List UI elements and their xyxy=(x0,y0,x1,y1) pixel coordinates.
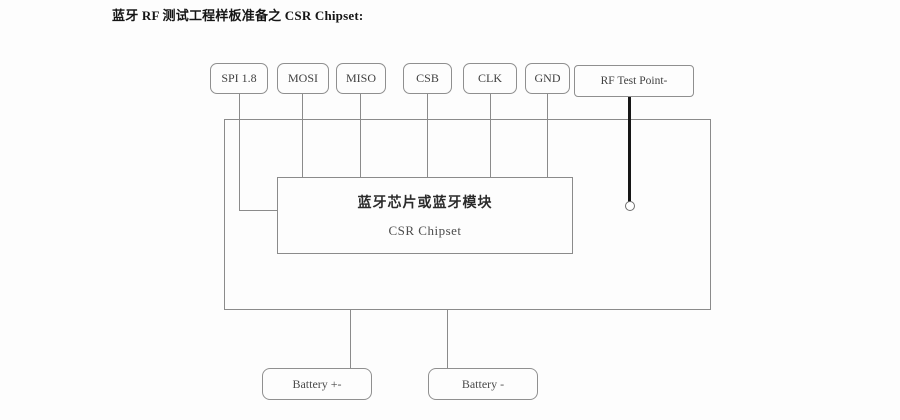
pin-label-csb: CSB xyxy=(416,71,439,85)
chip-name-label: 蓝牙芯片或蓝牙模块 xyxy=(357,196,493,211)
connector-mosi xyxy=(302,94,303,177)
board-outline-rect xyxy=(224,119,711,310)
page-title: 蓝牙 RF 测试工程样板准备之 CSR Chipset: xyxy=(112,8,364,23)
connector-gnd xyxy=(547,94,548,177)
pin-box-rf-test-point: RF Test Point- xyxy=(574,65,694,97)
connector-clk xyxy=(490,94,491,177)
battery-plus-label: Battery +- xyxy=(292,376,342,391)
connector-battery-minus xyxy=(447,310,448,368)
battery-minus-box: Battery - xyxy=(428,368,538,400)
connector-spi-horizontal xyxy=(239,210,278,211)
connector-battery-plus xyxy=(350,310,351,369)
pin-box-mosi: MOSI xyxy=(277,63,329,94)
connector-spi-vertical xyxy=(239,94,240,211)
battery-plus-box: Battery +- xyxy=(262,368,372,400)
rf-probe-terminal-circle xyxy=(625,201,635,211)
pin-label-mosi: MOSI xyxy=(287,71,318,85)
connector-csb xyxy=(427,94,428,177)
pin-box-clk: CLK xyxy=(463,63,517,94)
pin-box-miso: MISO xyxy=(336,63,386,94)
chipset-label: CSR Chipset xyxy=(388,223,462,238)
pin-box-csb: CSB xyxy=(403,63,452,94)
pin-label-gnd: GND xyxy=(534,71,561,85)
chip-module-box: 蓝牙芯片或蓝牙模块 CSR Chipset xyxy=(277,177,573,254)
battery-minus-label: Battery - xyxy=(461,376,505,391)
pin-label-spi-1-8: SPI 1.8 xyxy=(221,71,257,85)
pin-label-clk: CLK xyxy=(478,71,502,85)
rf-probe-line xyxy=(628,97,631,203)
connector-miso xyxy=(360,94,361,177)
pin-label-miso: MISO xyxy=(345,71,376,85)
pin-box-gnd: GND xyxy=(525,63,570,94)
pin-box-spi-1-8: SPI 1.8 xyxy=(210,63,268,94)
pin-label-rf-test-point: RF Test Point- xyxy=(600,75,668,87)
